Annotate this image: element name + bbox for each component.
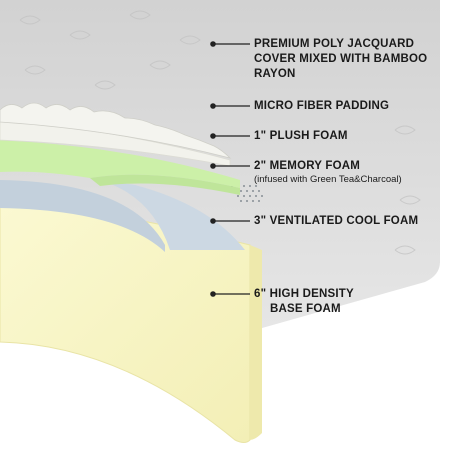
label-base: 6" HIGH DENSITY BASE FOAM — [254, 287, 354, 317]
label-base-line-1: 6" HIGH DENSITY — [254, 288, 354, 300]
micro-fiber-padding-layer — [0, 102, 232, 159]
label-cool: 3" VENTILATED COOL FOAM — [254, 215, 419, 227]
label-padding: MICRO FIBER PADDING — [254, 100, 390, 112]
label-cover: PREMIUM POLY JACQUARD COVER MIXED WITH B… — [254, 37, 427, 82]
label-cover-line-2: COVER MIXED WITH BAMBOO — [254, 53, 428, 65]
cover-pattern — [19, 10, 421, 255]
label-cover-line-1: PREMIUM POLY JACQUARD — [254, 38, 415, 50]
label-memory: 2" MEMORY FOAM — [254, 160, 361, 172]
base-foam-front — [250, 245, 262, 440]
memory-foam-front — [90, 174, 240, 195]
cool-foam-side — [90, 178, 245, 250]
label-memory-note: (infused with Green Tea&Charcoal) — [254, 174, 402, 185]
ventilation-holes — [231, 185, 263, 202]
label-plush: 1" PLUSH FOAM — [254, 130, 348, 142]
label-cover-line-3: RAYON — [254, 68, 296, 80]
cool-foam-layer — [0, 180, 165, 252]
label-base-line-2: BASE FOAM — [270, 303, 341, 315]
memory-foam-layer — [0, 140, 240, 188]
